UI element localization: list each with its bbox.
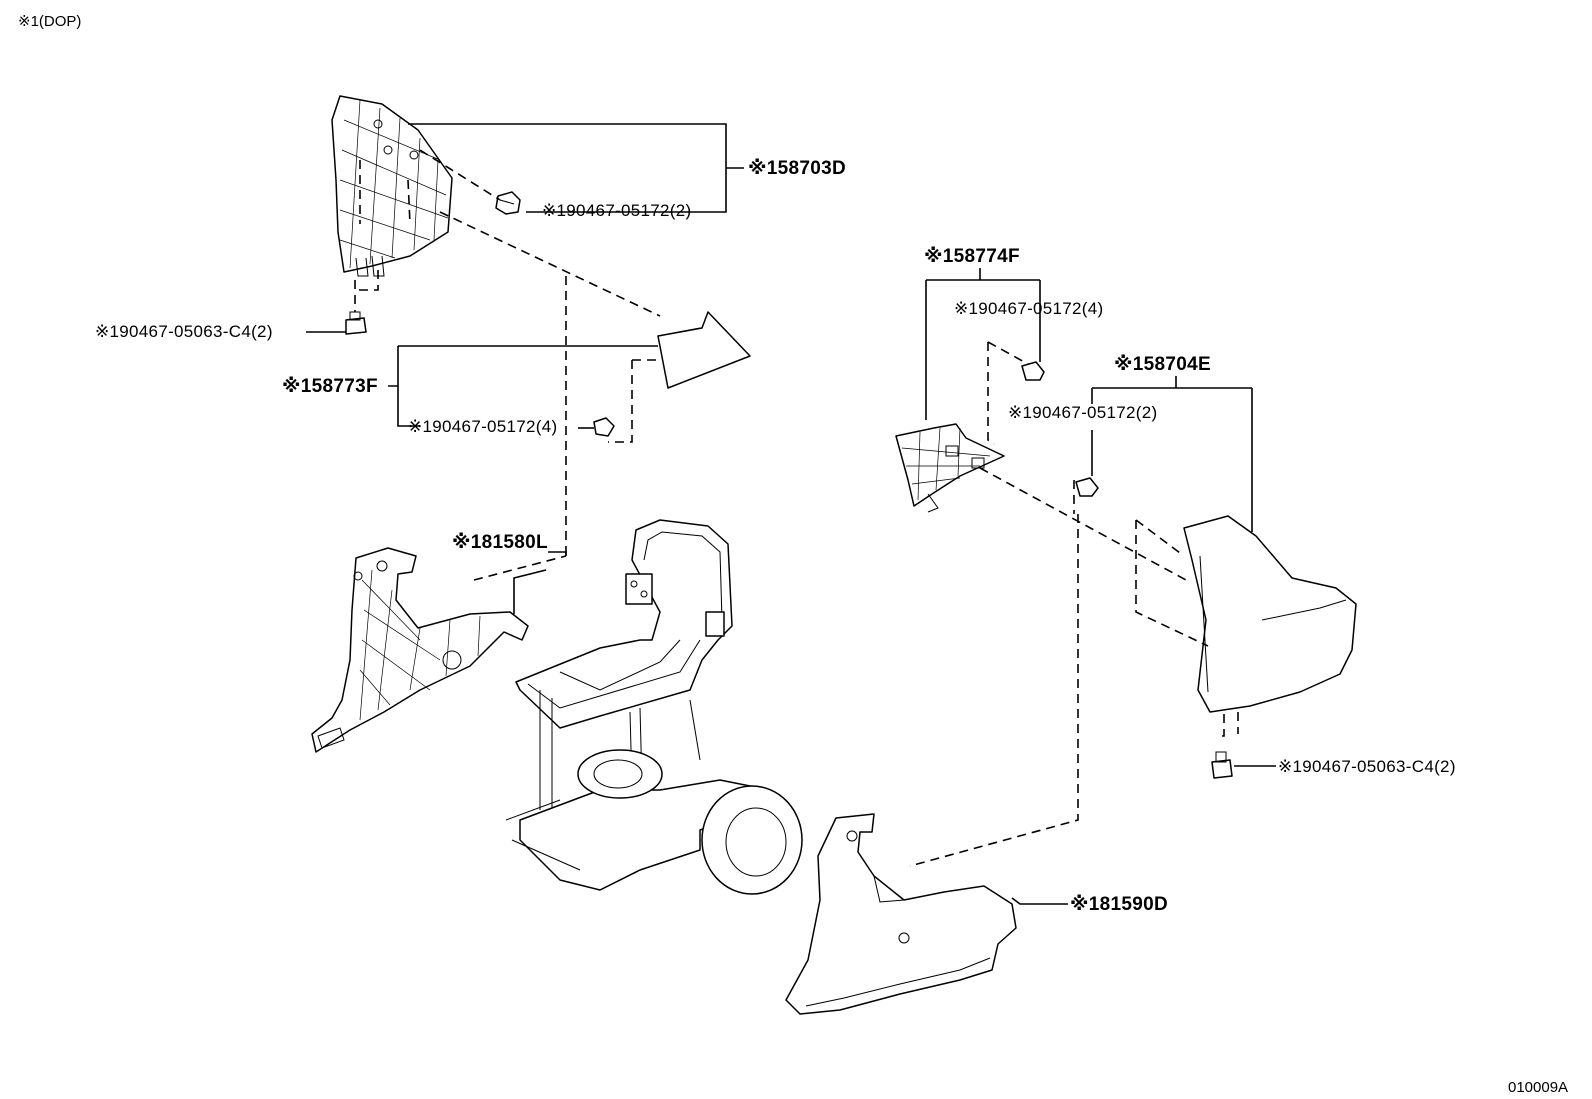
label-181590D: ※181590D bbox=[1070, 894, 1168, 915]
label-181580L: ※181580L bbox=[452, 532, 548, 553]
deck-side-trim-left[interactable] bbox=[311, 547, 529, 753]
upper-pillar-trim-left[interactable] bbox=[331, 95, 453, 277]
label-190467-05172-4-mid: ※190467-05172(4) bbox=[408, 417, 557, 436]
deck-side-trim-right[interactable] bbox=[785, 813, 1017, 1015]
upper-pillar-trim-right[interactable] bbox=[1183, 515, 1357, 713]
screw-190467-05063-left[interactable] bbox=[345, 311, 367, 335]
label-190467-05063-right: ※190467-05063-C4(2) bbox=[1278, 757, 1456, 776]
quarter-trim-58773F[interactable] bbox=[657, 311, 751, 389]
quarter-trim-58774F[interactable] bbox=[895, 423, 1005, 513]
clip-190467-05172-right-lower[interactable] bbox=[1075, 477, 1099, 497]
clip-190467-05172-upper[interactable] bbox=[495, 191, 521, 215]
label-158704E: ※158704E bbox=[1114, 354, 1211, 375]
label-158773F: ※158773F bbox=[282, 376, 378, 397]
seat-frame-reference bbox=[505, 519, 803, 895]
dop-note: ※1(DOP) bbox=[18, 13, 81, 30]
label-190467-05063-left: ※190467-05063-C4(2) bbox=[95, 322, 273, 341]
label-158774F: ※158774F bbox=[924, 246, 1020, 267]
diagram-code: 010009A bbox=[1508, 1079, 1568, 1096]
label-158703D: ※158703D bbox=[748, 158, 846, 179]
label-190467-05172-2-upper: ※190467-05172(2) bbox=[542, 201, 691, 220]
label-190467-05172-4-right: ※190467-05172(4) bbox=[954, 299, 1103, 318]
clip-190467-05172-mid[interactable] bbox=[593, 417, 615, 437]
clip-190467-05172-right-upper[interactable] bbox=[1021, 361, 1045, 381]
label-190467-05172-2-right: ※190467-05172(2) bbox=[1008, 403, 1157, 422]
screw-190467-05063-right[interactable] bbox=[1211, 751, 1233, 779]
